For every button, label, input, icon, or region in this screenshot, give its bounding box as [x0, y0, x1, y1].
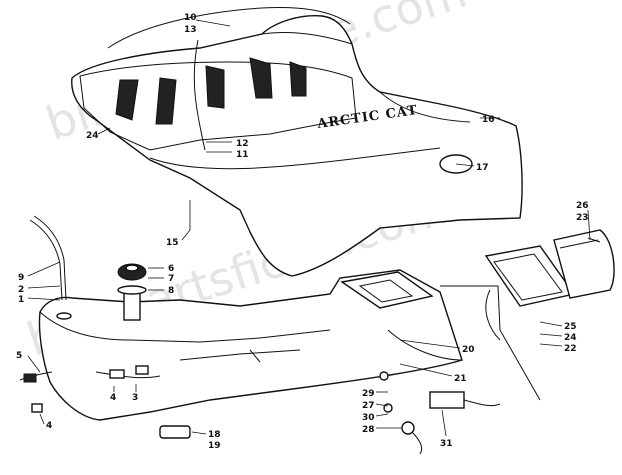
callout-27: 27	[362, 401, 375, 411]
leader-lines	[27, 19, 591, 437]
callout-11: 11	[236, 150, 249, 160]
callout-8: 8	[168, 286, 174, 296]
callout-23: 23	[576, 213, 589, 223]
callout-28: 28	[362, 425, 375, 435]
gas-cap	[117, 263, 147, 281]
callout-1: 1	[18, 295, 24, 305]
callout-20: 20	[462, 345, 475, 355]
wiring-harness	[159, 285, 541, 455]
callout-4-line: 4	[110, 393, 116, 403]
callout-7: 7	[168, 274, 174, 284]
callout-21: 21	[454, 374, 467, 384]
callout-9: 9	[18, 273, 24, 283]
switch-bracket	[429, 391, 465, 409]
callout-19: 19	[208, 441, 221, 451]
callout-29: 29	[362, 389, 375, 399]
callout-labels: 10 13 12 11 24 16 17 15 9 2 1 6 7 8 5 4 …	[16, 13, 589, 451]
callout-18: 18	[208, 430, 221, 440]
callout-30: 30	[362, 413, 375, 423]
callout-25: 25	[564, 322, 577, 332]
taillight-assembly	[484, 229, 615, 341]
callout-31: 31	[440, 439, 453, 449]
callout-15: 15	[166, 238, 179, 248]
callout-16: 16	[482, 115, 495, 125]
callout-24-light: 24	[564, 333, 577, 343]
callout-10: 10	[184, 13, 197, 23]
callout-5: 5	[16, 351, 22, 361]
callout-13: 13	[184, 25, 197, 35]
callout-4-clamp: 4	[46, 421, 52, 431]
callout-3: 3	[132, 393, 138, 403]
hood-latch	[159, 425, 191, 439]
hood: ARCTIC CAT	[71, 7, 523, 277]
callout-6: 6	[168, 264, 174, 274]
windshield	[107, 7, 351, 49]
callout-2: 2	[18, 285, 24, 295]
callout-12: 12	[236, 139, 249, 149]
callout-22: 22	[564, 344, 577, 354]
callout-17: 17	[476, 163, 489, 173]
callout-24-hood: 24	[86, 131, 99, 141]
callout-26: 26	[576, 201, 589, 211]
fuel-tank-console	[19, 215, 463, 421]
vent-hose	[33, 215, 67, 301]
